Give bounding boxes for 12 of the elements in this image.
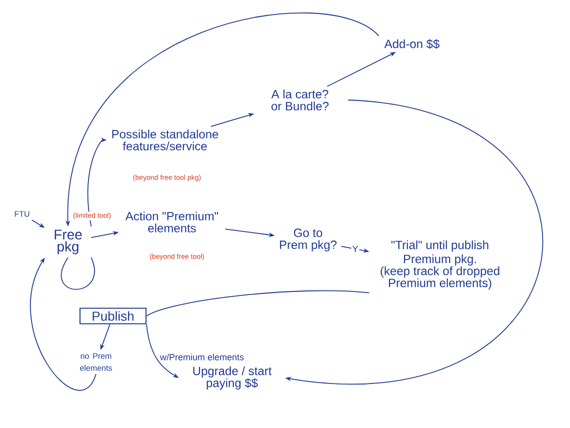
process-box: Publish <box>80 308 146 324</box>
text-label: A la carte? or Bundle? <box>271 90 329 110</box>
text-label: Free pkg <box>54 230 82 254</box>
text-label: Action "Premium" elements <box>125 212 218 232</box>
text-label: Upgrade / start paying $$ <box>193 366 272 390</box>
text-label: Add-on $$ <box>384 39 440 49</box>
text-label: no Prem elements <box>80 353 112 371</box>
text-label: "Trial" until publish Premium pkg. (keep track of dropped Premium elements) <box>380 240 500 290</box>
text-label: Go to Prem pkg? <box>280 228 337 252</box>
text-label: FTU <box>14 211 30 217</box>
text-label: Possible standalone features/service <box>112 130 218 150</box>
edge-label: w/Premium elements <box>159 352 246 362</box>
